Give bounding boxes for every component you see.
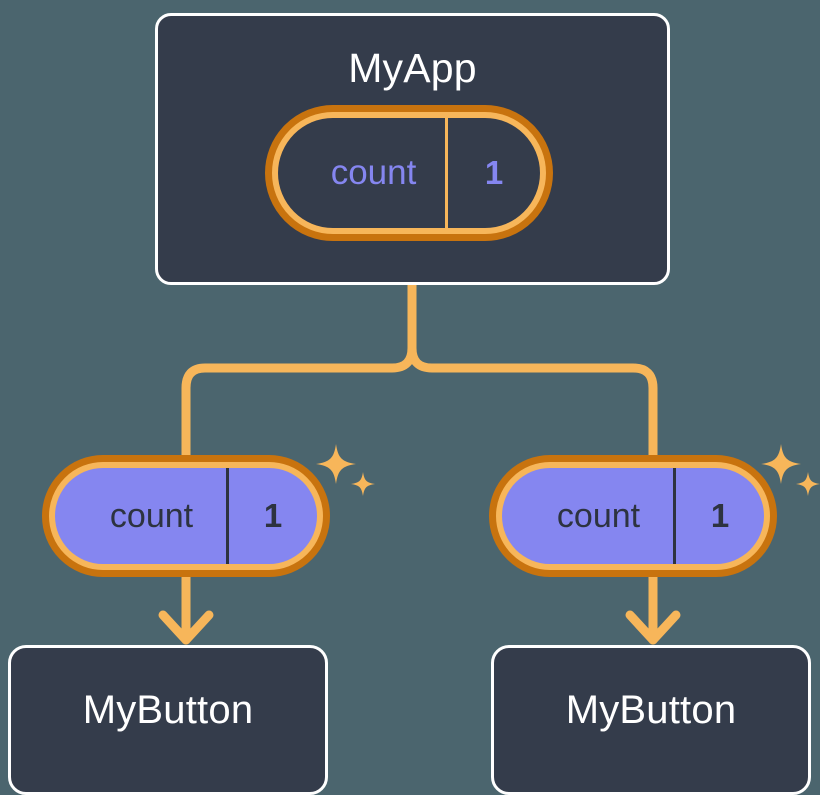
component-card-mybutton-right[interactable]: MyButton [491, 645, 811, 795]
diagram-canvas: MyApp count 1 count 1 count [8, 13, 820, 795]
sparkle-small-icon [796, 472, 820, 496]
connector-root-to-left [181, 280, 417, 471]
state-key-label: count [109, 496, 194, 535]
state-pill-inner: count 1 [278, 118, 540, 228]
connector-root-to-right [407, 280, 658, 471]
arrow-head-right [625, 610, 681, 645]
state-pill-consumer-right[interactable]: count 1 [489, 455, 777, 577]
state-pill-inner: count 1 [502, 468, 764, 564]
state-pill-consumer-left[interactable]: count 1 [42, 455, 330, 577]
component-title-myapp: MyApp [348, 45, 477, 91]
state-value-label: 1 [673, 468, 764, 564]
component-card-mybutton-left[interactable]: MyButton [8, 645, 328, 795]
state-pill-myapp[interactable]: count 1 [265, 105, 553, 241]
state-key-label: count [330, 153, 417, 192]
state-value-label: 1 [445, 118, 540, 228]
component-title-mybutton: MyButton [565, 688, 737, 732]
state-key-label: count [556, 496, 641, 535]
state-pill-inner: count 1 [55, 468, 317, 564]
state-value-label: 1 [226, 468, 317, 564]
sparkle-small-icon [351, 472, 375, 496]
state-pill-body: count 1 [42, 455, 330, 577]
component-title-mybutton: MyButton [82, 688, 254, 732]
arrow-head-left [158, 610, 214, 645]
state-pill-body: count 1 [489, 455, 777, 577]
state-pill-body: count 1 [265, 105, 553, 241]
